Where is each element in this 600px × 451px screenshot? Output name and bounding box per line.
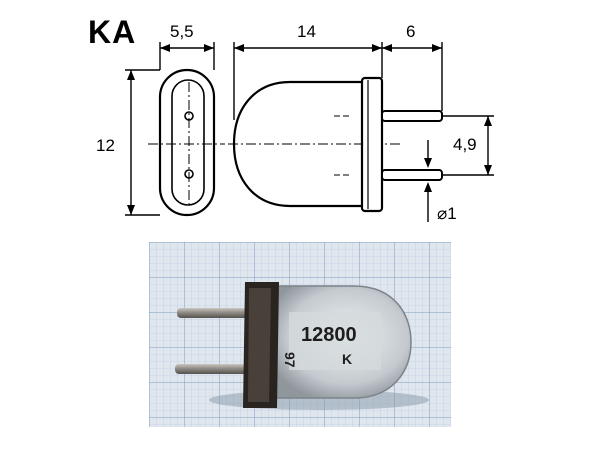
front-view-inner [171, 79, 205, 206]
dim-width-front: 5,5 [170, 22, 194, 41]
package-title: KA [88, 14, 137, 50]
photo-marking-line1: 12800 [301, 324, 357, 346]
photo-marking-line2: K [342, 351, 352, 367]
dim-height: 12 [96, 136, 115, 155]
front-view-outer [158, 68, 216, 217]
photo-pin-bottom [175, 364, 259, 374]
dim-body-length: 14 [297, 22, 316, 41]
photo-side-marking: 97 [282, 352, 298, 368]
side-view-dome [232, 80, 362, 208]
side-view-flange [360, 76, 384, 213]
photo-pin-top [177, 308, 259, 318]
component-photo: 12800 K 97 [149, 242, 451, 427]
side-view-pin-bottom [381, 169, 443, 181]
dim-pin-length: 6 [406, 22, 416, 41]
dim-pin-spacing: 4,9 [453, 135, 477, 154]
dim-pin-diameter: ⌀1 [437, 204, 457, 223]
side-view-pin-top [381, 110, 443, 122]
technical-drawing [125, 42, 494, 222]
